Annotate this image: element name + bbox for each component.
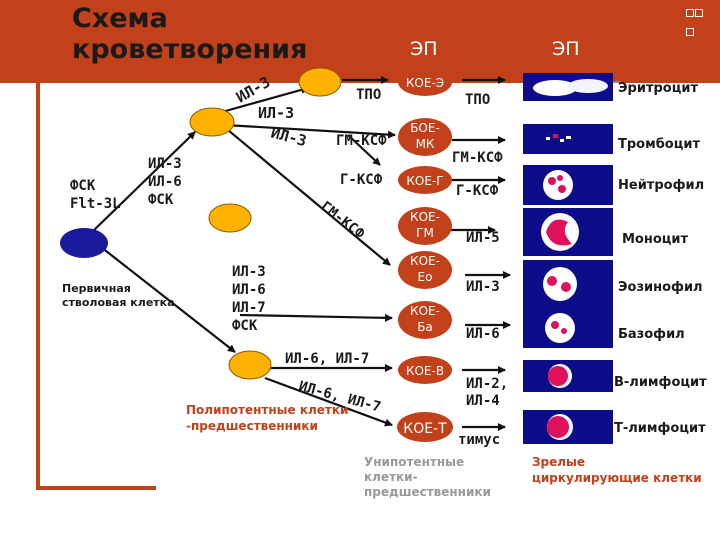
- factor-il6-il7-a: ИЛ-6, ИЛ-7: [285, 351, 369, 367]
- boe-mk-line1: БОЕ-: [410, 121, 440, 135]
- mature-b-lymphocyte: В-лимфоцит: [614, 375, 707, 390]
- myeloid-progenitor-cell: [189, 107, 235, 137]
- mature-monocyte: Моноцит: [622, 232, 689, 247]
- il-block-line2: ИЛ-6: [148, 174, 182, 190]
- mature-basophil: Базофил: [618, 327, 685, 342]
- factor-g-csf: Г-КСФ: [340, 172, 383, 188]
- arrow-to-koe-ba: [239, 313, 393, 322]
- il-block-line1: ИЛ-3: [148, 156, 182, 172]
- koe-g-cell: КОЕ-Г: [398, 166, 452, 194]
- svg-text:КОЕ-: КОЕ-: [410, 254, 440, 268]
- svg-text:Ео: Ео: [418, 270, 433, 284]
- eosinophil-image: [523, 260, 613, 308]
- factor-thymus: тимус: [458, 432, 500, 448]
- il-block-line3: ФСК: [148, 192, 174, 208]
- factor-g-csf-2: Г-КСФ: [456, 183, 499, 199]
- caption-unipotent-line2: клетки-: [364, 470, 418, 484]
- il-block2-line4: ФСК: [232, 318, 258, 334]
- lymphoid-progenitor-cell: [228, 350, 272, 380]
- factor-gm-csf-1: ГМ-КСФ: [336, 133, 387, 149]
- il-block2-line2: ИЛ-6: [232, 282, 266, 298]
- boe-mk-line2: МК: [416, 137, 435, 151]
- svg-text:КОЕ-Т: КОЕ-Т: [403, 421, 447, 437]
- factor-gm-csf-diag: ГМ-КСФ: [318, 199, 368, 243]
- factor-il3-b: ИЛ-3: [269, 123, 309, 150]
- monocyte-image: [523, 208, 613, 256]
- il-block2-line3: ИЛ-7: [232, 300, 266, 316]
- primary-cell-line2: стволовая клетка: [62, 296, 175, 309]
- factor-il6-ba: ИЛ-6: [466, 326, 500, 342]
- arrow-to-koe-eo: [221, 124, 391, 266]
- svg-text:БОЕ-: БОЕ-: [410, 121, 440, 135]
- ep-label-right: ЭП: [552, 38, 580, 60]
- caption-unipotent-line1: Унипотентные: [364, 455, 464, 469]
- koe-eo-cell: КОЕ- Ео: [398, 251, 452, 289]
- svg-text:КОЕ-В: КОЕ-В: [406, 364, 444, 378]
- fsk-line2: Flt-3L: [70, 196, 121, 212]
- koe-b-cell: КОЕ-В: [398, 356, 452, 384]
- factor-il2: ИЛ-2,: [466, 376, 508, 392]
- koe-gm-cell: КОЕ- ГМ: [398, 207, 452, 245]
- mid-progenitor-cell: [208, 203, 252, 233]
- caption-polypotent-line2: -предшественники: [186, 419, 318, 433]
- stem-cell: [60, 228, 108, 258]
- svg-text:МК: МК: [416, 137, 435, 151]
- neutrophil-image: [523, 165, 613, 205]
- arrow-stem-to-lymphoid: [91, 239, 236, 353]
- factor-tpo-1: ТПО: [356, 87, 381, 103]
- mature-eosinophil: Эозинофил: [618, 280, 703, 295]
- ep-label-left: ЭП: [410, 38, 438, 60]
- caption-mature-line1: Зрелые: [532, 455, 585, 469]
- factor-il3-eo: ИЛ-3: [466, 279, 500, 295]
- koe-ba-cell: КОЕ- Ба: [398, 301, 452, 339]
- mature-t-lymphocyte: Т-лимфоцит: [614, 421, 706, 436]
- boe-mk-cell: БОЕ- МК: [398, 118, 452, 156]
- svg-text:КОЕ-Г: КОЕ-Г: [406, 174, 443, 188]
- thrombocyte-image: [523, 124, 613, 154]
- top-progenitor-cell: [298, 67, 342, 97]
- b-lymphocyte-image: [523, 360, 613, 392]
- factor-il5: ИЛ-5: [466, 230, 500, 246]
- basophil-image: [523, 308, 613, 348]
- fsk-line1: ФСК: [70, 178, 96, 194]
- factor-tpo-2: ТПО: [465, 92, 490, 108]
- svg-text:КОЕ-: КОЕ-: [410, 304, 440, 318]
- factor-gm-csf-2: ГМ-КСФ: [452, 150, 503, 166]
- erythrocyte-image: [523, 73, 613, 101]
- caption-unipotent-line3: предшественники: [364, 485, 491, 499]
- svg-text:КОЕ-Э: КОЕ-Э: [406, 76, 444, 90]
- primary-cell-line1: Первичная: [62, 282, 131, 295]
- factor-il3-a: ИЛ-3: [258, 104, 294, 122]
- arrow-to-boe-mk: [224, 123, 396, 139]
- koe-e-cell: КОЕ-Э: [398, 68, 452, 96]
- frame-line-horizontal: [36, 486, 156, 490]
- mature-erythrocyte: Эритроцит: [618, 81, 698, 96]
- mature-neutrophil: Нейтрофил: [618, 178, 704, 193]
- caption-polypotent-line1: Полипотентные клетки: [186, 403, 348, 417]
- page-title: Схема кроветворения: [72, 3, 308, 65]
- header-bar: [0, 0, 720, 83]
- koe-t-cell: КОЕ-Т: [397, 412, 453, 442]
- window-controls[interactable]: [686, 2, 712, 36]
- il-block2-line1: ИЛ-3: [232, 264, 266, 280]
- svg-text:ГМ: ГМ: [416, 226, 434, 240]
- arrow-to-koe-t: [264, 376, 393, 427]
- arrow-to-koe-g: [347, 134, 381, 166]
- caption-mature-line2: циркулирующие клетки: [532, 471, 702, 485]
- svg-text:КОЕ-: КОЕ-: [410, 210, 440, 224]
- arrow-stem-to-myeloid: [91, 131, 196, 233]
- factor-il3-curved: ИЛ-3: [233, 73, 273, 107]
- t-lymphocyte-image: [523, 410, 613, 444]
- arrow-myeloid-to-top: [221, 86, 309, 114]
- svg-text:Ба: Ба: [417, 320, 433, 334]
- mature-thrombocyte: Тромбоцит: [618, 137, 700, 152]
- factor-il4: ИЛ-4: [466, 393, 500, 409]
- arrows: [91, 76, 620, 431]
- frame-line-vertical: [36, 80, 40, 490]
